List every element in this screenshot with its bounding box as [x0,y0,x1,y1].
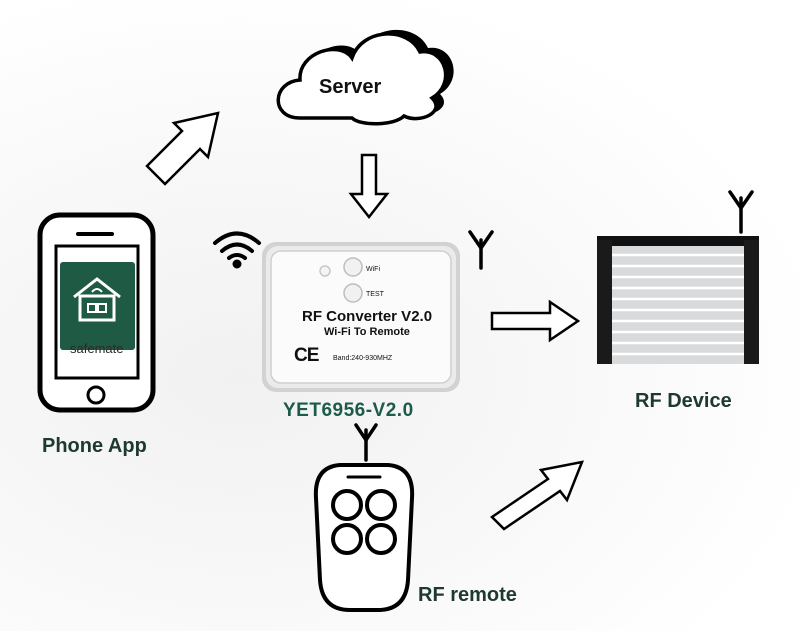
arrow-phone-to-server [145,111,220,186]
arrow-converter-to-device [490,299,581,343]
converter-band: Band:240-930MHZ [333,355,393,362]
converter-subtitle: Wi-Fi To Remote [324,326,410,338]
antenna-icon [728,190,754,234]
phone-icon [37,212,156,413]
wifi-button-label: WiFi [366,266,380,273]
server-cloud-icon [276,29,454,126]
rf-converter-icon [262,242,460,392]
wifi-icon [213,231,261,269]
wifi-button-icon [343,257,363,277]
arrow-remote-to-device [490,460,585,531]
rf-remote-icon [313,463,415,612]
rf-remote-label: RF remote [418,584,517,606]
test-button-label: TEST [366,291,384,298]
rf-device-label: RF Device [635,390,732,412]
smart-home-icon [73,277,121,322]
ce-mark: CE [294,345,319,366]
antenna-icon [354,423,378,462]
converter-title: RF Converter V2.0 [302,308,433,325]
phone-app-label: Phone App [42,435,147,457]
arrow-server-to-converter [348,153,390,220]
test-button-icon [343,283,363,303]
app-name-label: safemate [70,341,124,356]
server-label: Server [319,76,382,98]
antenna-icon [468,230,494,270]
rf-shutter-device-icon [597,236,759,364]
converter-model-label: YET6956-V2.0 [283,400,414,421]
